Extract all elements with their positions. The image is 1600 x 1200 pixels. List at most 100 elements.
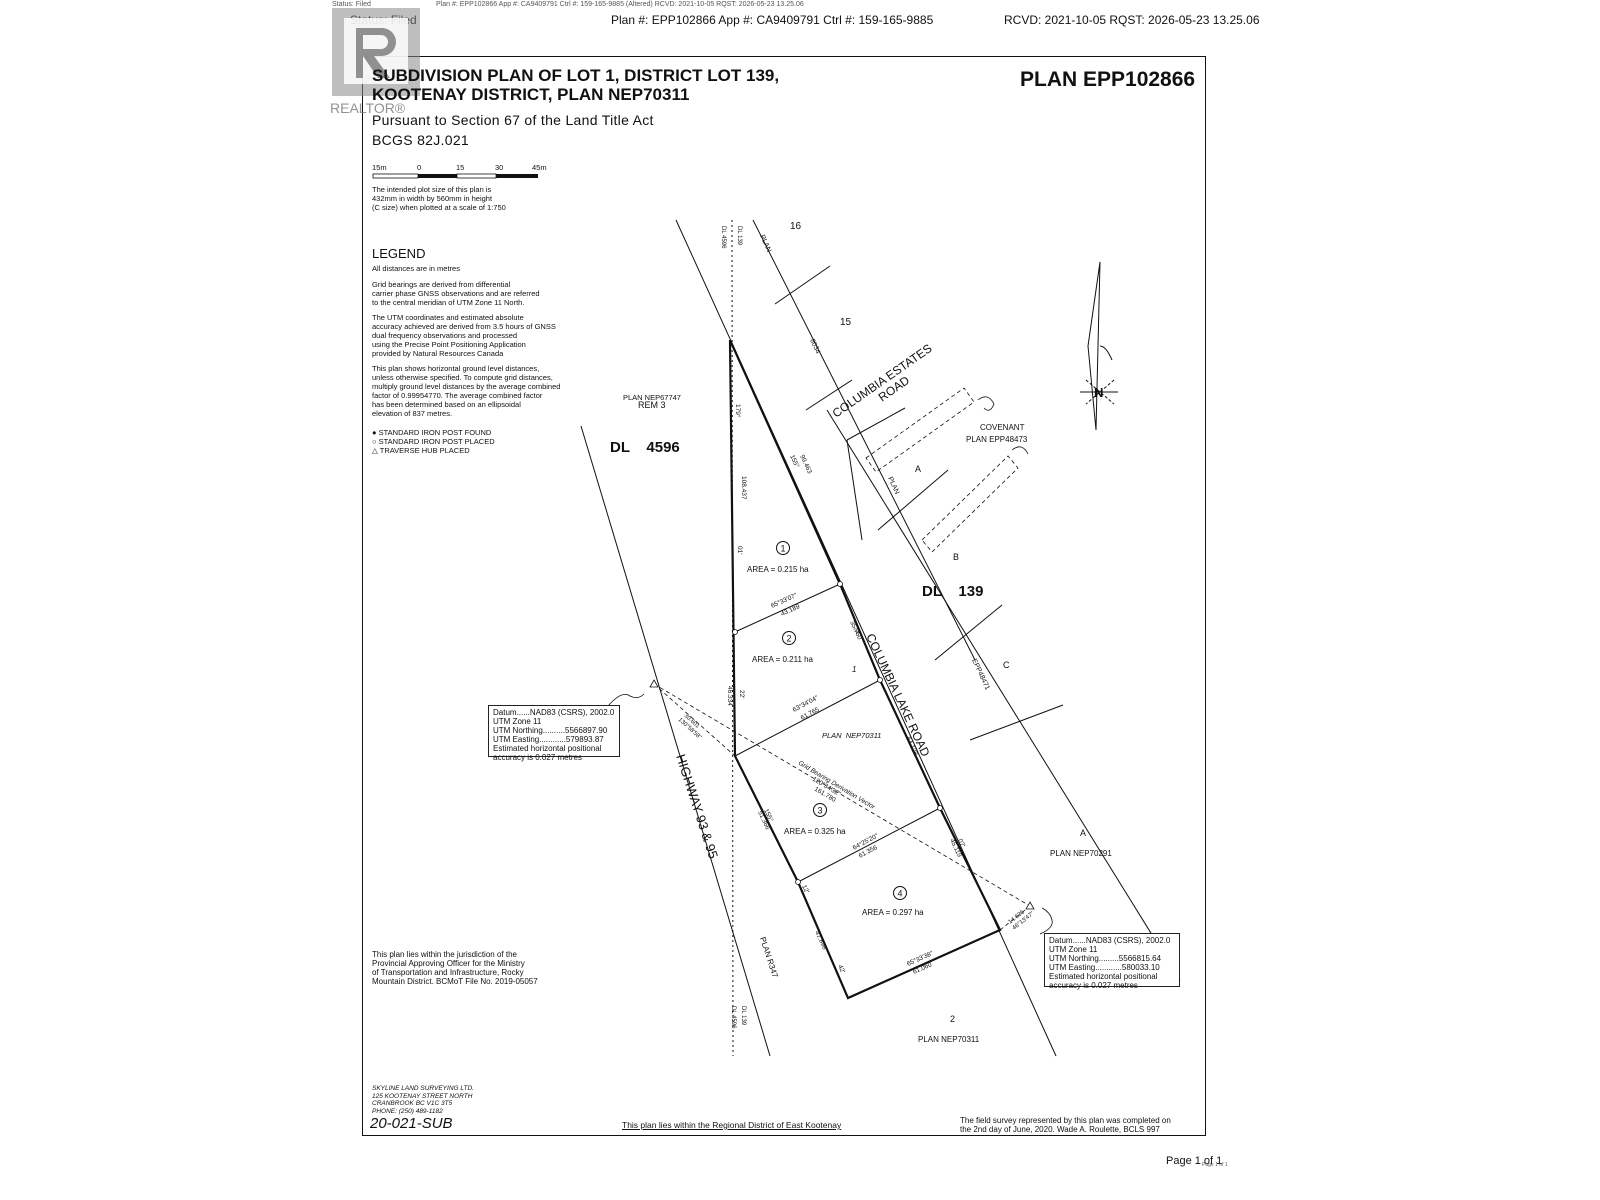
datum-line: UTM Easting............579893.87 (493, 735, 604, 744)
plan-epp48473-label: PLAN EPP48473 (966, 435, 1028, 444)
legend-line: to the central meridian of UTM Zone 11 N… (372, 298, 525, 307)
title-line-2: KOOTENAY DISTRICT, PLAN NEP70311 (372, 85, 690, 104)
plan-r347-label: PLAN R347 (758, 936, 780, 979)
lot-15-label: 15 (840, 317, 852, 328)
legend-line: accuracy achieved are derived from 3.5 h… (372, 322, 556, 331)
datum-line: UTM Zone 11 (1049, 945, 1098, 954)
lot-1-small: 1 (852, 665, 856, 674)
lot-4-number: 4 (897, 889, 902, 899)
estates-curb (846, 407, 906, 441)
legend-symbol-hub: △ TRAVERSE HUB PLACED (372, 446, 612, 455)
legend-distances-note: This plan shows horizontal ground level … (372, 364, 612, 418)
open-circle-icon: ○ (372, 437, 377, 446)
surveyor-line: PHONE: (250) 489-1182 (372, 1107, 443, 1115)
file-number: 20-021-SUB (370, 1115, 453, 1132)
scale-label-4: 45m (532, 163, 547, 172)
scale-label-2: 15 (456, 163, 465, 172)
realtor-wordmark: REALTOR® (330, 100, 406, 116)
rem-3-label: REM 3 (638, 400, 666, 410)
north-arrow-icon (1080, 261, 1118, 431)
legend-grid-bearings: Grid bearings are derived from different… (372, 280, 612, 307)
legend-line: dual frequency observations and processe… (372, 331, 518, 340)
field-survey-line: The field survey represented by this pla… (960, 1116, 1171, 1125)
datum-line: UTM Easting............580033.10 (1049, 963, 1160, 972)
received-info: RCVD: 2021-10-05 RQST: 2026-05-23 13.25.… (1004, 13, 1260, 27)
lot-4-area: AREA = 0.297 ha (862, 908, 924, 917)
dim-left-mid-b: 22' (738, 690, 745, 698)
legend-line: Grid bearings are derived from different… (372, 280, 511, 289)
columbia-lake-road-edge-2 (826, 409, 1181, 981)
covenant-areas (865, 387, 1019, 553)
jurisdiction-line: of Transportation and Infrastructure, Ro… (372, 968, 524, 977)
dl-139-label: DL 139 (922, 583, 983, 600)
field-survey-note: The field survey represented by this pla… (960, 1116, 1171, 1134)
parcel-b-label: B (953, 552, 959, 562)
north-label: N (1094, 385, 1103, 400)
parcel-c-label: C (1003, 660, 1010, 670)
hub-left (649, 679, 659, 688)
hub-right (1025, 901, 1035, 910)
datum-box-left: Datum......NAD83 (CSRS), 2002.0 UTM Zone… (488, 705, 620, 762)
parcel-a-label: A (915, 464, 921, 474)
legend-line: provided by Natural Resources Canada (372, 349, 504, 358)
legend-line: unless otherwise specified. To compute g… (372, 373, 553, 382)
status-ghost: Status: Filed (332, 1, 371, 8)
plot-note: The intended plot size of this plan is 4… (372, 185, 506, 212)
legend-symbol-label: TRAVERSE HUB PLACED (379, 446, 470, 455)
triangle-icon: △ (372, 446, 378, 455)
lot-3-number: 3 (817, 806, 822, 816)
scale-label-3: 30 (495, 163, 504, 172)
plan-number: PLAN EPP102866 (1020, 68, 1196, 91)
lot15-line (805, 379, 853, 411)
legend-symbol-found: ● STANDARD IRON POST FOUND (372, 428, 612, 437)
dim-left-mid-dist: 46.334 (726, 686, 733, 706)
highway-edge (580, 425, 771, 1057)
lot-2-label: 2 (950, 1014, 955, 1024)
legend-line: carrier phase GNSS observations and are … (372, 289, 540, 298)
parcel-a2-label: A (1080, 828, 1086, 838)
legend-line: factor of 0.99954770. The average combin… (372, 391, 543, 400)
page-number: Page 1 of 1 (1166, 1155, 1223, 1167)
header-ghost-line: Plan #: EPP102866 App #: CA9409791 Ctrl … (436, 1, 804, 8)
plot-note-line: 432mm in width by 560mm in height (372, 194, 493, 203)
dim-right-mid-bearing: 31' (852, 626, 862, 637)
scale-label-1: 0 (417, 163, 422, 172)
datum-line: accuracy is 0.027 metres (493, 753, 582, 762)
datum-line: Estimated horizontal positional (493, 744, 602, 753)
dim-right-bot-bearing: 07' (956, 838, 966, 849)
lot-1-number: 1 (780, 544, 785, 554)
dl-4596-label: DL 4596 (610, 439, 680, 456)
legend-line: The UTM coordinates and estimated absolu… (372, 313, 524, 322)
plan-nep67747-label: PLAN NEP67747 (623, 393, 681, 402)
surveyor-line: SKYLINE LAND SURVEYING LTD. (372, 1085, 474, 1092)
surveyor-line: CRANBROOK BC V1C 3T5 (372, 1100, 453, 1107)
legend-line: has been determined based on an ellipsoi… (372, 400, 521, 409)
lot-2-area: AREA = 0.211 ha (752, 655, 814, 664)
jurisdiction-line: This plan lies within the jurisdiction o… (372, 950, 517, 959)
legend-symbol-placed: ○ STANDARD IRON POST PLACED (372, 437, 612, 446)
lot-a-line (877, 469, 949, 531)
plan-small-label: PLAN (886, 476, 900, 496)
legend-symbol-label: STANDARD IRON POST FOUND (378, 428, 492, 437)
surveyor-line: 125 KOOTENAY STREET NORTH (372, 1092, 473, 1100)
legend: LEGEND All distances are in metres Grid … (372, 246, 612, 455)
lot-c-line-2 (969, 704, 1064, 741)
derivation-vector (653, 683, 1031, 931)
dim-left-top-b2: 01' (736, 546, 743, 554)
legend-units: All distances are in metres (372, 264, 460, 273)
dl-139-top: DL 139 (736, 226, 742, 246)
dim-left-bot-dist: 47.898 (813, 930, 828, 951)
dl-4596-bottom: DL 4596 (730, 1006, 736, 1029)
iron-posts (732, 581, 943, 885)
plan-nep70311-bottom: PLAN NEP70311 (918, 1035, 980, 1044)
datum-line: Datum......NAD83 (CSRS), 2002.0 (1049, 936, 1171, 945)
legend-line: using the Precise Point Positioning Appl… (372, 340, 526, 349)
datum-line: accuracy is 0.027 metres (1049, 981, 1138, 990)
columbia-estates-label: COLUMBIA ESTATES (830, 341, 935, 420)
datum-line: Estimated horizontal positional (1049, 972, 1158, 981)
dl-line (731, 219, 734, 1057)
epp48471-label: EPP48471 (970, 658, 991, 691)
lot-number-circles (776, 541, 907, 900)
plan-info: Plan #: EPP102866 App #: CA9409791 Ctrl … (611, 13, 934, 27)
lot-16-label: 16 (790, 221, 802, 232)
